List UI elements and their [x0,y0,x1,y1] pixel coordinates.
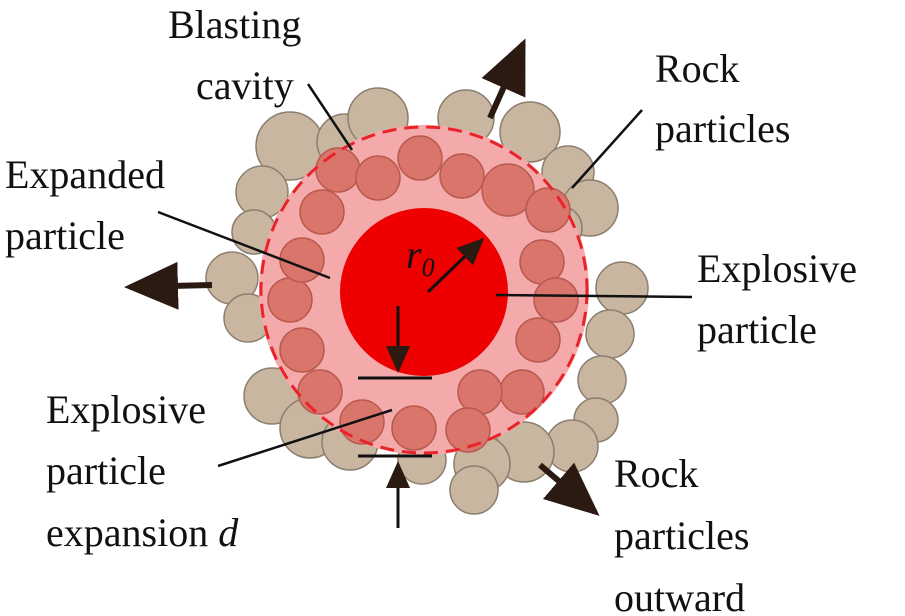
expanded-ring-particle [267,277,313,323]
leader-explosive-particle [495,293,693,299]
expanded-ring-particle [499,369,545,415]
expanded-ring-particle [279,327,325,373]
label-rock-particles-outward: Rock particles outward [614,451,760,616]
label-explosive-particle: Explosive particle [697,246,867,352]
expanded-ring-particle [457,369,503,415]
ring-particles-layer [267,135,579,453]
expanded-ring-particle [279,237,325,283]
label-rock-particles: Rock particles [655,46,791,151]
expanded-ring-particle [397,135,443,181]
rock-particle [585,309,635,359]
cavity-boundary [259,125,589,455]
label-expansion: Explosive particle expansion d [46,387,239,555]
expanded-ring-particle [525,187,571,233]
expanded-ring-particle [297,369,343,415]
expanded-ring-particle [355,155,401,201]
expanded-ring-particle [439,153,485,199]
expanded-ring-particle [515,317,561,363]
outward-arrow-top [481,38,526,120]
expansion-symbol: d [218,510,239,555]
expanded-ring-particle [299,189,345,235]
expanded-ring-particle [533,277,579,323]
leader-lines [157,83,693,468]
expanded-ring-particle [481,163,535,217]
radius-label: r0 [406,232,435,282]
expanded-ring-particle [445,407,491,453]
rock-particle [595,261,649,315]
outward-arrow-left [124,261,213,310]
rock-particle [449,465,499,515]
expanded-ring-particle [315,147,361,193]
rock-particle [577,355,627,405]
expanded-ring-particle [339,399,385,445]
explosive-core [340,208,508,376]
rock-particle [499,101,561,163]
label-blasting-cavity: Blasting cavity [168,2,311,108]
label-expanded-particle: Expanded particle [5,152,175,258]
leader-rock-particles [571,109,643,189]
radius-arrow [426,237,485,294]
outward-arrow-bottom-right [538,462,600,516]
leader-expansion [217,408,393,468]
expanded-ring-particle [391,405,437,451]
leader-blasting-cavity [306,83,354,151]
leader-expanded-particle [157,210,331,280]
